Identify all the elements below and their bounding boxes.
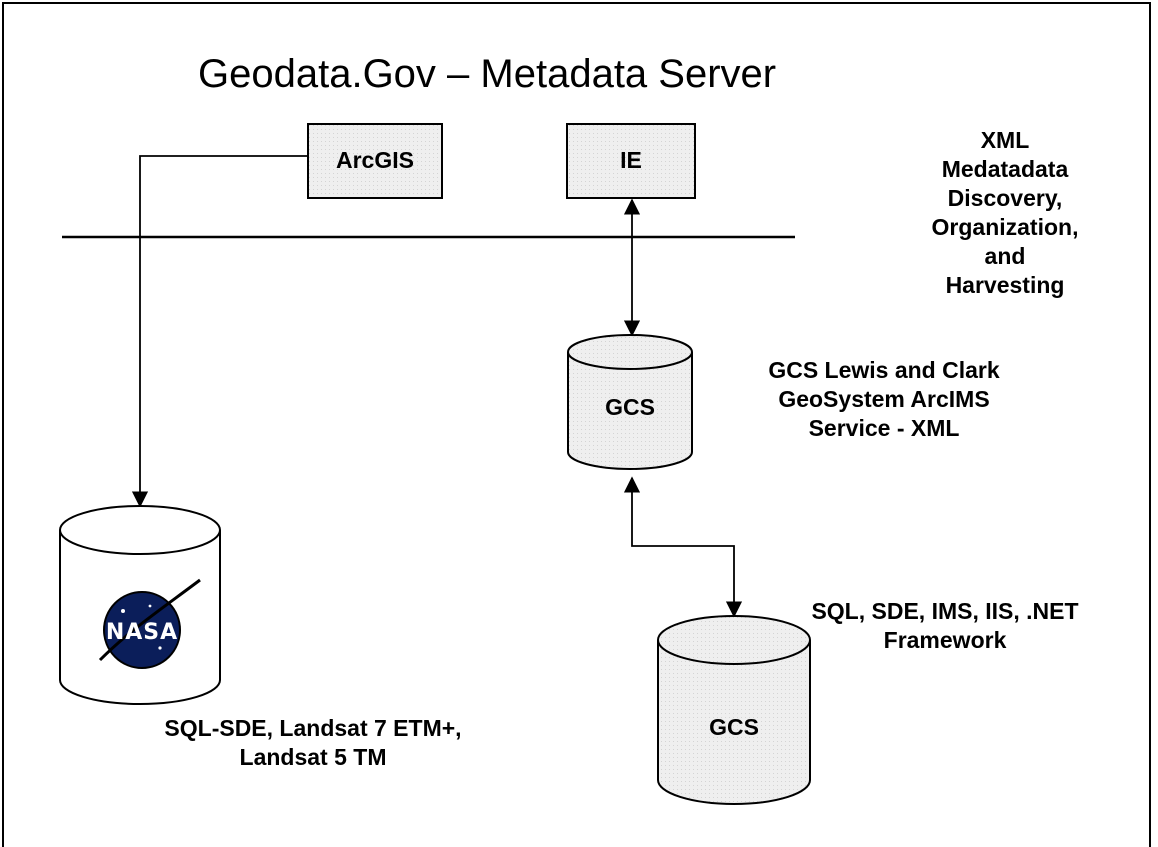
diagram-title: Geodata.Gov – Metadata Server [198, 52, 777, 96]
gcs-bottom-cylinder [657, 615, 811, 805]
gcs-bottom-label: GCS [709, 714, 759, 740]
gcs-top-cylinder [567, 334, 693, 470]
gcs-service-label: GCS Lewis and Clark GeoSystem ArcIMS Ser… [768, 357, 1000, 441]
nasa-db-label: SQL-SDE, Landsat 7 ETM+, Landsat 5 TM [164, 715, 462, 770]
arcgis-to-nasa-connector [131, 155, 308, 508]
ie-label: IE [620, 147, 642, 173]
nasa-logo-icon: NASA [98, 578, 201, 669]
arcgis-label: ArcGIS [336, 147, 414, 173]
ie-box [566, 123, 696, 199]
sql-stack-label: SQL, SDE, IMS, IIS, .NET Framework [811, 598, 1079, 653]
gcs-to-gcs-connector [623, 476, 743, 618]
svg-text:NASA: NASA [106, 620, 178, 645]
gcs-top-label: GCS [605, 394, 655, 420]
xml-harvesting-label: XML Medatadata Discovery, Organization, … [931, 127, 1079, 298]
arcgis-box [307, 123, 443, 199]
